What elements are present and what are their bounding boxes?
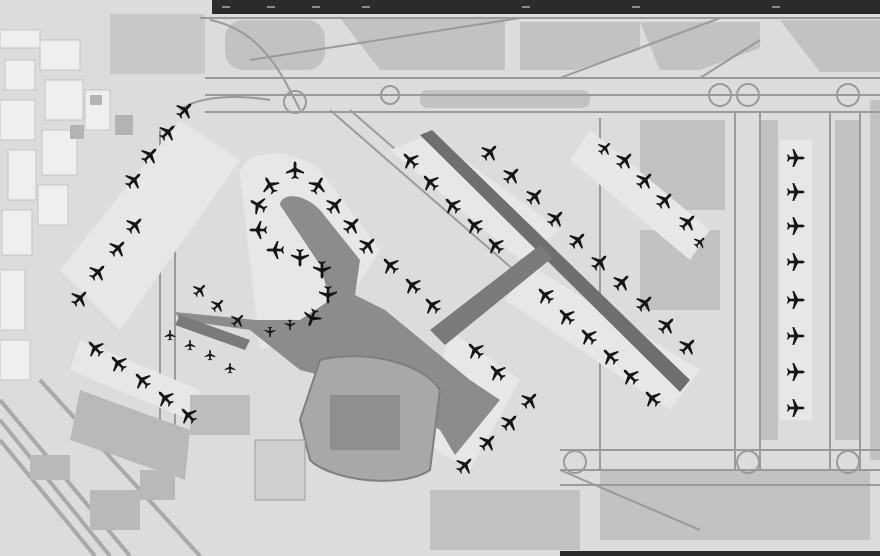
taxiway-circles (283, 83, 860, 474)
tick-mark (267, 6, 275, 8)
terminal-complex (175, 130, 690, 501)
tick-mark (522, 6, 530, 8)
landside-lot-2 (190, 395, 250, 435)
pier-west (175, 315, 250, 350)
tick-mark (772, 6, 780, 8)
tick-mark (632, 6, 640, 8)
tick-mark (362, 6, 370, 8)
map-status-strip (560, 551, 880, 556)
city-blocks (0, 29, 111, 381)
connector-corridor (430, 245, 552, 345)
city-blocks-dark (70, 95, 133, 139)
tick-mark (312, 6, 320, 8)
tick-mark (222, 6, 230, 8)
grass-area (110, 14, 205, 74)
parking-garage-roof (330, 395, 400, 450)
landside-lot (254, 439, 306, 501)
map-toolbar (212, 0, 880, 14)
concourse-north (420, 130, 690, 392)
bottom-left-lots (30, 390, 190, 530)
